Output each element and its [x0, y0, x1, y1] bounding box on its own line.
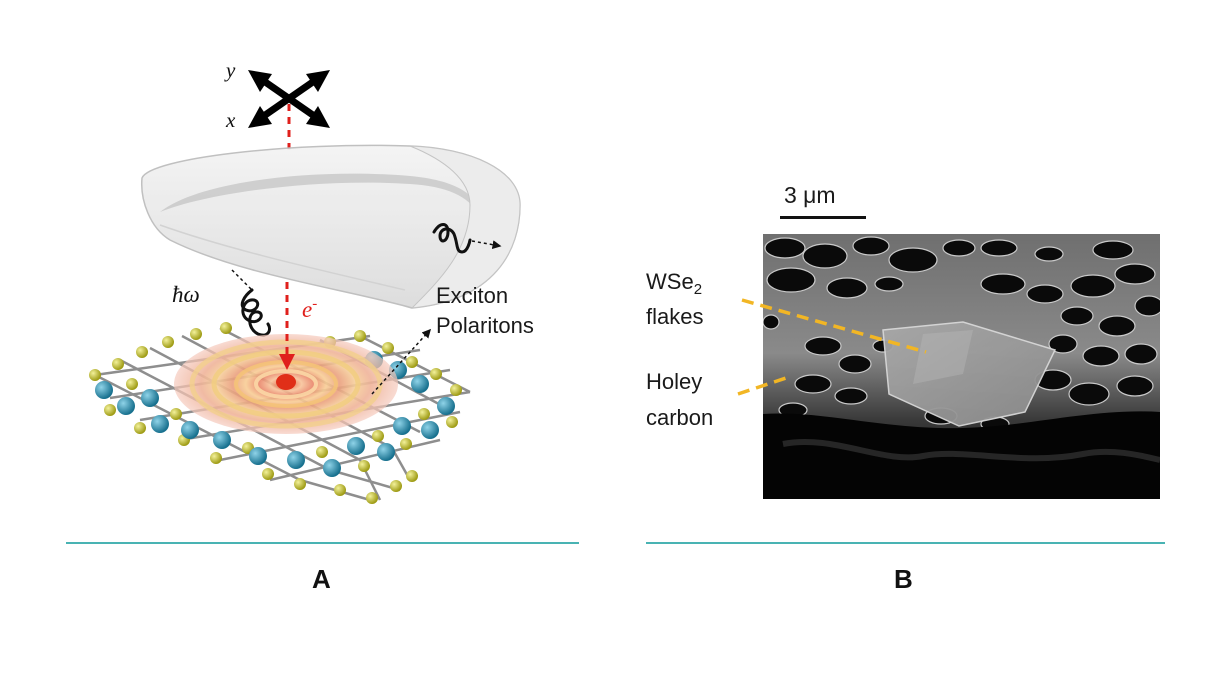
holey-label-line1: Holey — [646, 371, 713, 393]
incident-photon-icon — [232, 270, 270, 335]
axis-y-label: y — [226, 58, 235, 83]
electron-label: e- — [302, 296, 317, 323]
panel-b: 3 μm — [614, 0, 1228, 688]
wse2-label-line2: flakes — [646, 306, 703, 328]
electron-symbol: e — [302, 297, 312, 322]
exciton-label-line1: Exciton — [436, 285, 534, 307]
holey-label-line2: carbon — [646, 407, 713, 429]
wse2-flakes-label: WSe2 flakes — [646, 271, 703, 328]
wse2-label-line1: WSe2 — [646, 271, 703, 297]
panel-b-divider — [646, 542, 1165, 544]
holey-carbon-label: Holey carbon — [646, 371, 713, 429]
electron-beam-arrow — [279, 282, 295, 370]
electron-charge: - — [312, 296, 317, 312]
axis-x-label: x — [226, 108, 235, 133]
exciton-polaritons-label: Exciton Polaritons — [436, 285, 534, 337]
panel-a-divider — [66, 542, 579, 544]
panel-b-letter: B — [894, 564, 913, 595]
panel-a: y x ħω e- Exciton Polaritons A — [0, 0, 614, 688]
photon-energy-label: ħω — [172, 282, 200, 308]
wse2-subscript: 2 — [694, 281, 702, 298]
annotation-lines — [614, 0, 1228, 540]
panel-a-illustration — [0, 0, 614, 540]
wse2-formula: WSe — [646, 269, 694, 294]
panel-a-letter: A — [312, 564, 331, 595]
exciton-label-line2: Polaritons — [436, 315, 534, 337]
